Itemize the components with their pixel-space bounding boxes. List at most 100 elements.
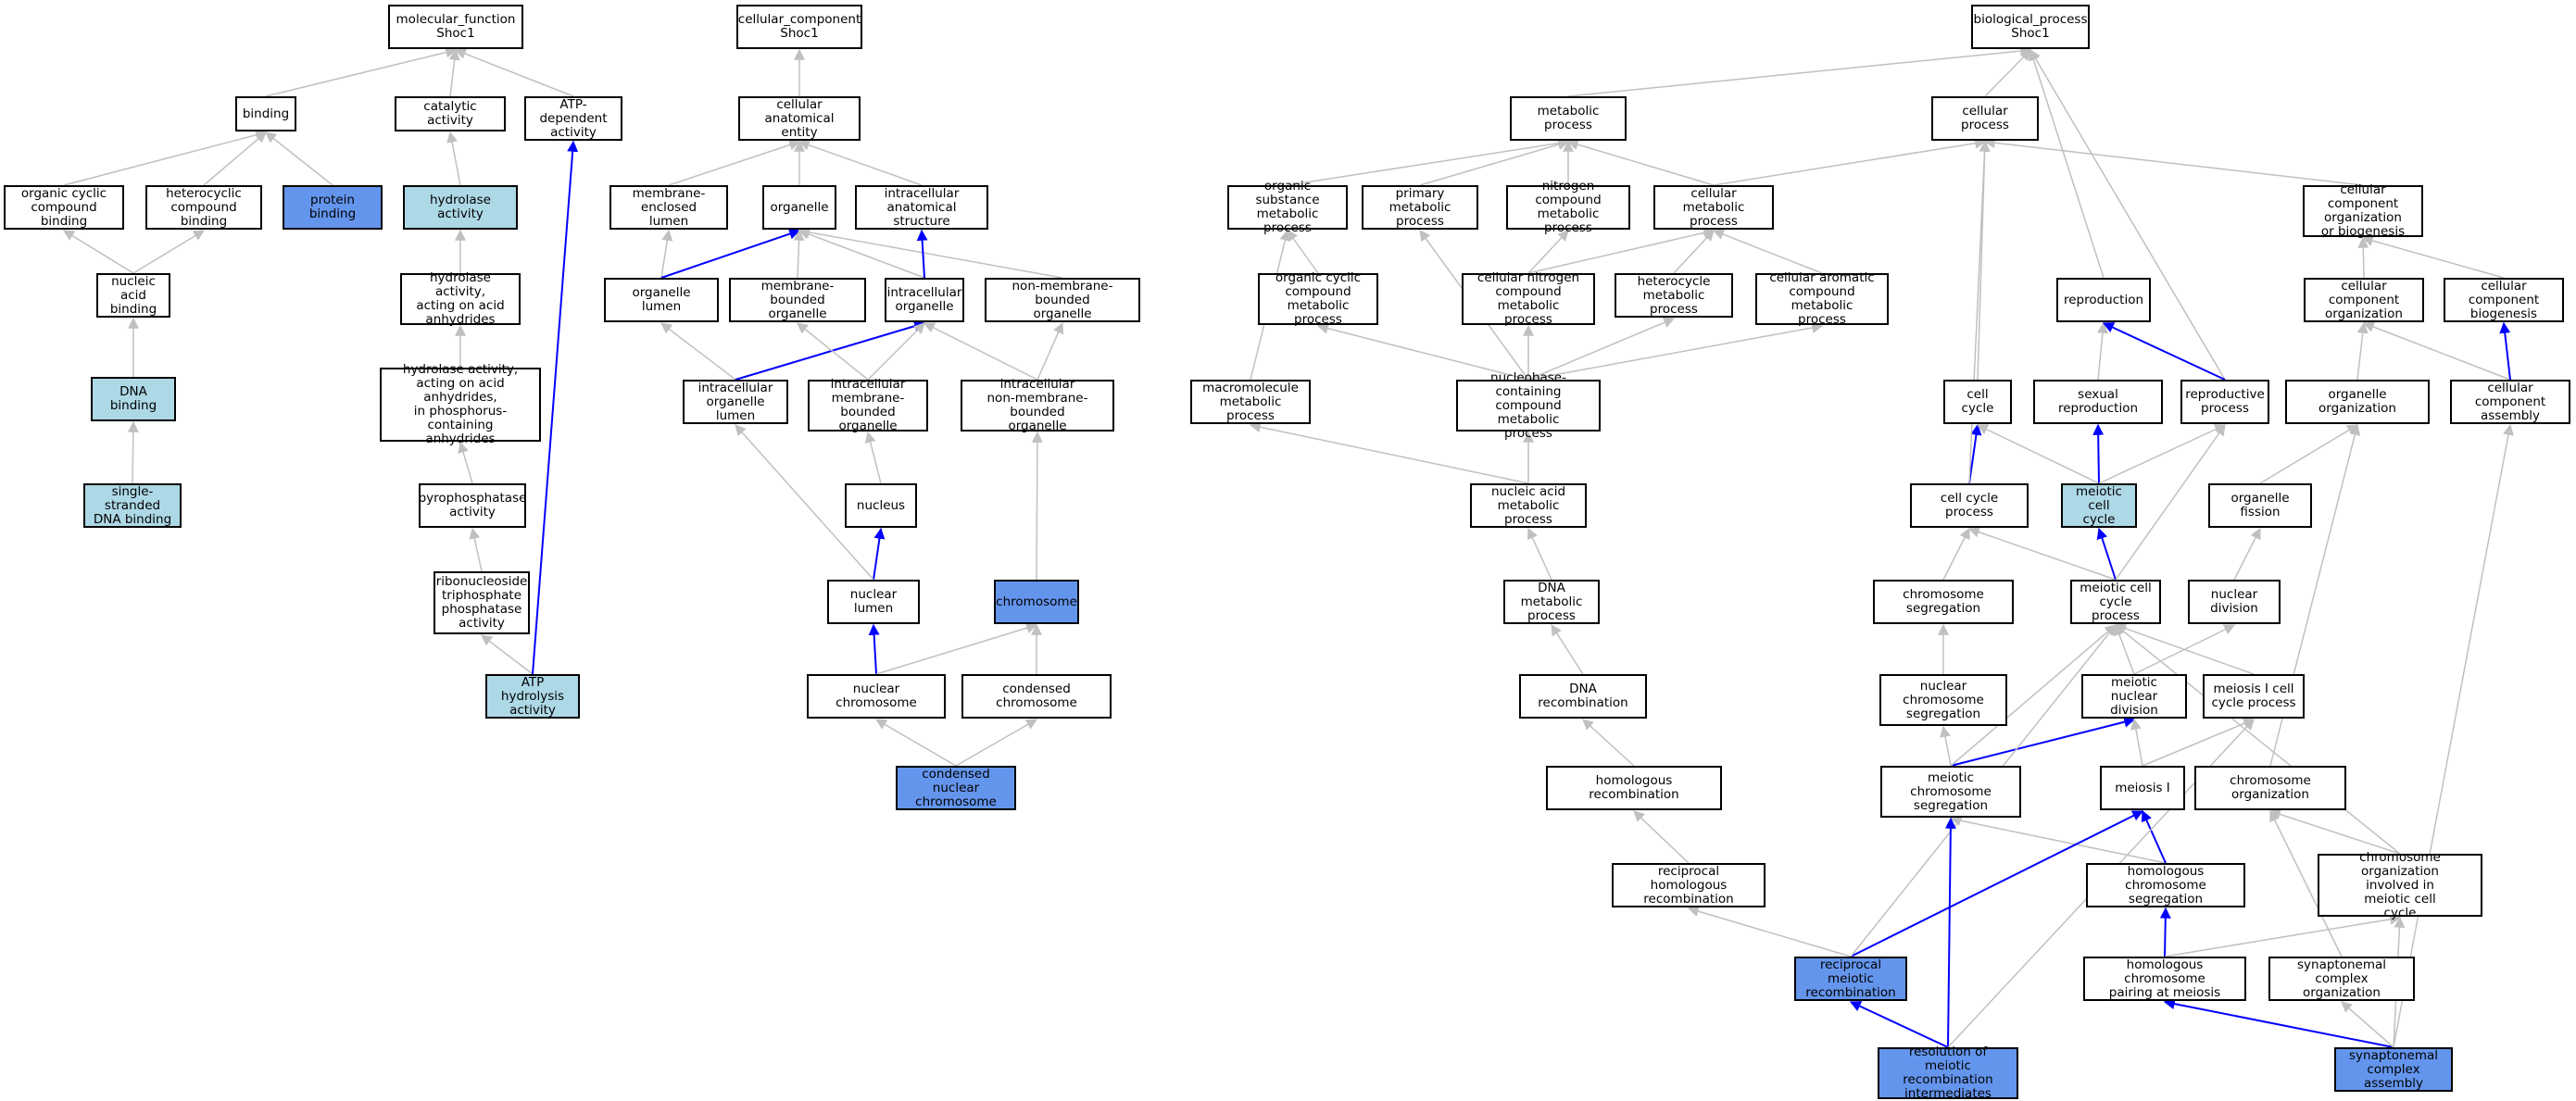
go-term-repro-proc[interactable]: reproductive process xyxy=(2180,380,2269,424)
edge-nbcm-to-hetero_met xyxy=(1527,317,1676,381)
go-term-metab[interactable]: metabolic process xyxy=(1510,96,1627,141)
go-term-cc-org[interactable]: cellular component organization xyxy=(2304,278,2424,322)
go-term-nitro[interactable]: nitrogen compound metabolic process xyxy=(1506,180,1630,235)
go-term-sex-repro[interactable]: sexual reproduction xyxy=(2033,380,2163,424)
go-term-org-org[interactable]: organelle organization xyxy=(2285,380,2430,424)
go-term-het-bind[interactable]: heterocyclic compound binding xyxy=(145,185,262,230)
go-term-mf-root[interactable]: molecular_function Shoc1 xyxy=(388,5,523,49)
go-term-mccp[interactable]: meiotic cell cycle process xyxy=(2070,580,2161,624)
go-term-catalytic[interactable]: catalytic activity xyxy=(395,96,506,131)
go-term-mbo[interactable]: membrane-bounded organelle xyxy=(729,278,866,322)
edge-cc_bio-to-ccob xyxy=(2361,235,2505,279)
go-term-hydro-phos[interactable]: hydrolase activity, acting on acid anhyd… xyxy=(380,363,541,446)
go-term-dna-met[interactable]: DNA metabolic process xyxy=(1503,580,1600,624)
go-term-prim-met[interactable]: primary metabolic process xyxy=(1362,185,1478,230)
edge-homol_chrom_seg-to-meiosis1 xyxy=(2141,809,2167,864)
go-term-protein-bind[interactable]: protein binding xyxy=(283,185,383,230)
go-term-org-lumen[interactable]: organelle lumen xyxy=(604,278,719,322)
go-term-cell-proc[interactable]: cellular process xyxy=(1931,96,2039,141)
edge-ico-to-ias xyxy=(916,229,928,279)
go-term-imbo[interactable]: intracellular membrane-bounded organelle xyxy=(808,378,928,433)
edge-mbo-to-organelle xyxy=(793,229,805,279)
go-term-chrom-org-meiotic[interactable]: chromosome organization involved in meio… xyxy=(2318,850,2482,920)
go-term-ico[interactable]: intracellular organelle xyxy=(885,278,964,322)
go-term-cond-chrom[interactable]: condensed chromosome xyxy=(961,674,1112,719)
go-term-cae[interactable]: cellular anatomical entity xyxy=(738,96,861,141)
go-term-homol-pairing[interactable]: homologous chromosome pairing at meiosis xyxy=(2083,957,2246,1001)
go-term-ico-lumen[interactable]: intracellular organelle lumen xyxy=(683,380,788,424)
go-term-meiosis1-cc[interactable]: meiosis I cell cycle process xyxy=(2203,674,2305,719)
go-term-hetero-met[interactable]: heterocycle metabolic process xyxy=(1615,273,1733,318)
go-term-org-fission[interactable]: organelle fission xyxy=(2208,483,2312,528)
go-term-cell-nitro[interactable]: cellular nitrogen compound metabolic pro… xyxy=(1462,271,1595,327)
go-term-nuc-chrom[interactable]: nuclear chromosome xyxy=(807,674,946,719)
go-term-meiotic-chrom-seg[interactable]: meiotic chromosome segregation xyxy=(1880,766,2021,818)
go-term-bp-root[interactable]: biological_process Shoc1 xyxy=(1971,5,2090,49)
go-term-ias[interactable]: intracellular anatomical structure xyxy=(855,185,988,230)
edge-homol_pairing-to-homol_chrom_seg xyxy=(2159,907,2171,957)
edge-org_fission-to-org_org xyxy=(2259,424,2359,484)
go-term-reproduction[interactable]: reproduction xyxy=(2056,278,2151,322)
edge-org_cyc_bind-to-binding xyxy=(63,129,268,186)
go-term-nucleic-bind[interactable]: nucleic acid binding xyxy=(96,273,170,318)
go-term-nuc-lumen[interactable]: nuclear lumen xyxy=(827,580,920,624)
go-term-nmbo[interactable]: non-membrane-bounded organelle xyxy=(985,278,1140,322)
go-term-nuc-div[interactable]: nuclear division xyxy=(2188,580,2281,624)
go-term-ntp-phos[interactable]: ribonucleoside triphosphate phosphatase … xyxy=(434,571,530,634)
go-term-nucleic-met[interactable]: nucleic acid metabolic process xyxy=(1470,483,1587,528)
go-term-hydro-anhyd[interactable]: hydrolase activity, acting on acid anhyd… xyxy=(400,271,521,327)
go-term-cc-proc[interactable]: cell cycle process xyxy=(1910,483,2029,528)
go-term-cell-cycle[interactable]: cell cycle xyxy=(1943,380,2012,424)
edge-nuc_lumen-to-ico_lumen xyxy=(735,424,874,581)
edge-meiotic_chrom_seg-to-nuc_chrom_seg xyxy=(1940,725,1952,767)
go-term-cell-arom[interactable]: cellular aromatic compound metabolic pro… xyxy=(1755,271,1889,327)
edge-recip_homol-to-homol_recomb xyxy=(1633,810,1690,864)
edge-imbo-to-ico xyxy=(867,322,925,381)
go-term-pyrophos[interactable]: pyrophosphatase activity xyxy=(419,483,526,528)
edge-dna_recomb-to-dna_met xyxy=(1551,623,1584,675)
go-term-dna-bind[interactable]: DNA binding xyxy=(91,377,176,421)
go-term-recip-meiotic[interactable]: reciprocal meiotic recombination xyxy=(1794,957,1907,1001)
edge-meiotic_chrom_seg-to-mccp xyxy=(1950,624,2117,767)
go-term-homol-recomb[interactable]: homologous recombination xyxy=(1546,766,1722,810)
edge-pyrophos-to-hydro_phos xyxy=(458,441,473,484)
go-term-synapt-assembly[interactable]: synaptonemal complex assembly xyxy=(2334,1047,2453,1092)
go-term-ss-dna[interactable]: single-stranded DNA binding xyxy=(83,483,182,528)
go-term-meiosis1[interactable]: meiosis I xyxy=(2100,766,2185,810)
go-term-cell-met[interactable]: cellular metabolic process xyxy=(1653,185,1774,230)
go-term-atp-hydro[interactable]: ATP hydrolysis activity xyxy=(485,674,580,719)
go-term-cond-nuc-chrom[interactable]: condensed nuclear chromosome xyxy=(896,766,1016,810)
go-term-inmbo[interactable]: intracellular non-membrane-bounded organ… xyxy=(961,378,1114,433)
go-term-org-cyc-met[interactable]: organic cyclic compound metabolic proces… xyxy=(1258,271,1378,327)
go-term-ccob[interactable]: cellular component organization or bioge… xyxy=(2303,183,2423,239)
go-term-nbcm[interactable]: nucleobase-containing compound metabolic… xyxy=(1456,370,1601,440)
go-term-synapt-org[interactable]: synaptonemal complex organization xyxy=(2268,957,2415,1001)
edge-mccp-to-cc_proc xyxy=(1967,526,2117,581)
go-term-cc-root[interactable]: cellular_component Shoc1 xyxy=(736,5,862,49)
go-term-meiotic-nuc-div[interactable]: meiotic nuclear division xyxy=(2081,674,2187,719)
edge-het_bind-to-binding xyxy=(203,131,267,186)
go-term-chrom-org[interactable]: chromosome organization xyxy=(2194,766,2346,810)
go-term-nucleus[interactable]: nucleus xyxy=(845,483,917,528)
go-term-chromosome[interactable]: chromosome xyxy=(994,580,1079,624)
edge-ccob-to-cell_proc xyxy=(1983,137,2364,186)
edge-nucleic_met-to-macro xyxy=(1249,421,1529,484)
go-term-org-cyc-bind[interactable]: organic cyclic compound binding xyxy=(4,185,124,230)
go-term-hydrolase[interactable]: hydrolase activity xyxy=(403,185,518,230)
go-term-macro[interactable]: macromolecule metabolic process xyxy=(1190,380,1311,424)
go-term-organelle[interactable]: organelle xyxy=(762,185,836,230)
go-term-meiotic-cc[interactable]: meiotic cell cycle xyxy=(2061,483,2137,528)
go-term-recip-homol[interactable]: reciprocal homologous recombination xyxy=(1612,863,1766,907)
go-term-binding[interactable]: binding xyxy=(235,96,296,131)
go-term-atp-dep[interactable]: ATP-dependent activity xyxy=(524,96,622,141)
go-term-resolution[interactable]: resolution of meiotic recombination inte… xyxy=(1878,1045,2018,1101)
go-term-dna-recomb[interactable]: DNA recombination xyxy=(1519,674,1647,719)
go-term-chrom-seg[interactable]: chromosome segregation xyxy=(1873,580,2014,624)
go-term-nuc-chrom-seg[interactable]: nuclear chromosome segregation xyxy=(1879,674,2007,726)
go-term-cc-assembly[interactable]: cellular component assembly xyxy=(2450,380,2570,424)
go-term-org-sub[interactable]: organic substance metabolic process xyxy=(1227,180,1348,235)
go-term-cc-bio[interactable]: cellular component biogenesis xyxy=(2444,278,2564,322)
go-term-homol-chrom-seg[interactable]: homologous chromosome segregation xyxy=(2086,863,2245,907)
go-term-mem-lumen[interactable]: membrane-enclosed lumen xyxy=(609,185,728,230)
